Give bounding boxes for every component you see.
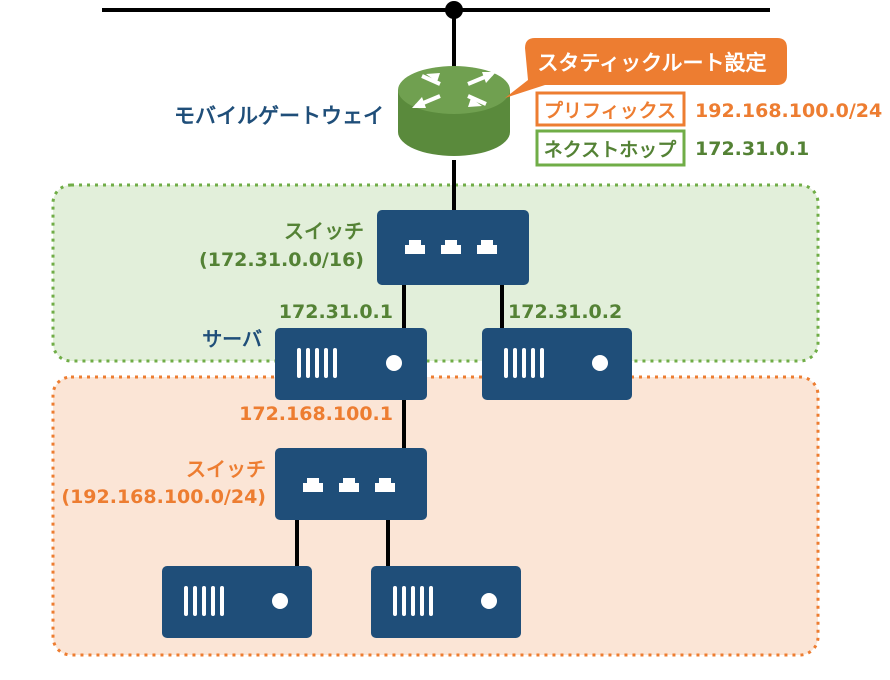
router-label: モバイルゲートウェイ <box>174 104 384 128</box>
switch-icon-top <box>377 210 529 285</box>
server-label: サーバ <box>202 327 262 351</box>
router-icon <box>398 66 510 156</box>
nexthop-label: ネクストホップ <box>544 138 677 161</box>
static-route-callout: スタティックルート設定 <box>505 38 787 98</box>
orange-switch-subnet: (192.168.100.0/24) <box>61 486 266 508</box>
nexthop-value: 172.31.0.1 <box>695 138 809 160</box>
server-icon-1 <box>275 328 427 400</box>
nexthop-label-box <box>535 129 686 167</box>
prefix-value: 192.168.100.0/24 <box>695 100 882 122</box>
green-switch-label: スイッチ <box>284 219 364 243</box>
server-icon-4 <box>371 566 521 638</box>
server1-green-ip: 172.31.0.1 <box>279 301 393 323</box>
connection-lines <box>102 8 770 566</box>
orange-switch-label: スイッチ <box>186 457 266 481</box>
server1-orange-ip: 172.168.100.1 <box>239 403 393 425</box>
prefix-label: プリフィックス <box>544 99 676 122</box>
green-switch-subnet: (172.31.0.0/16) <box>199 249 364 271</box>
server2-green-ip: 172.31.0.2 <box>508 301 622 323</box>
backbone-junction-dot <box>445 1 463 19</box>
switch-icon-bottom <box>275 448 427 520</box>
server-icon-2 <box>482 328 632 400</box>
callout-title: スタティックルート設定 <box>537 51 766 75</box>
server-icon-3 <box>162 566 312 638</box>
prefix-label-box <box>535 91 686 127</box>
